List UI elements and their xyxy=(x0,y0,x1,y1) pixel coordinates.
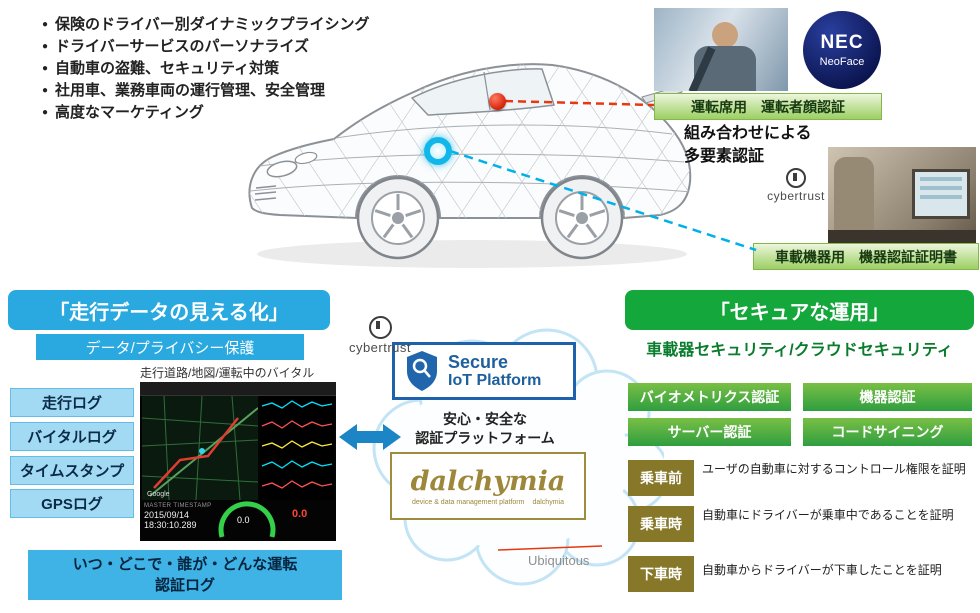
map-panel: Google xyxy=(141,395,259,501)
auth-log-note: いつ・どこで・誰が・どんな運転 認証ログ xyxy=(28,550,342,600)
nec-neoface-logo: NEC NeoFace xyxy=(798,8,884,94)
iot-platform-word: IoT Platform xyxy=(448,372,542,389)
cybertrust-wordmark: cybertrust xyxy=(348,340,412,355)
auth-log-line1: いつ・どこで・誰が・どんな運転 xyxy=(72,556,298,573)
dalchymia-name: dalchymia xyxy=(532,498,564,506)
dalchymia-subline: device & data management platform dalchy… xyxy=(412,499,564,506)
aux-value: 0.0 xyxy=(292,508,308,520)
cybertrust-logo: cybertrust xyxy=(760,168,832,203)
dashboard-date: 2015/09/14 xyxy=(144,510,190,520)
left-section-subtitle: データ/プライバシー保護 xyxy=(36,334,304,360)
auth-log-line2: 認証ログ xyxy=(154,577,215,594)
nec-logo-circle: NEC NeoFace xyxy=(803,11,881,89)
dashboard-screenshot: Google MASTER TIMESTAMP 2015/09/14 18:30… xyxy=(140,382,336,541)
benefit-item: 高度なマーケティング xyxy=(42,102,482,124)
dalchymia-tagline: device & data management platform xyxy=(412,498,525,506)
phase-label: 下車時 xyxy=(628,556,694,592)
log-item: GPSログ xyxy=(10,489,134,518)
benefit-list: 保険のドライバー別ダイナミックプライシング ドライバーサービスのパーソナライズ … xyxy=(42,14,482,124)
platform-caption-line2: 認証プラットフォーム xyxy=(415,430,555,446)
auth-box: コードサイニング xyxy=(803,418,972,446)
red-marker-dot xyxy=(489,93,506,110)
dashboard-caption: 走行道路/地図/運転中のバイタル xyxy=(140,366,315,380)
dalchymia-logo: dalchymia device & data management platf… xyxy=(390,452,586,520)
right-section-subtitle: 車載器セキュリティ/クラウドセキュリティ xyxy=(646,342,953,359)
phase-label: 乗車時 xyxy=(628,506,694,542)
map-credit: Google xyxy=(147,491,170,498)
platform-caption-line1: 安心・安全な xyxy=(443,411,527,427)
cyan-marker-ring xyxy=(424,137,452,165)
benefit-item: 保険のドライバー別ダイナミックプライシング xyxy=(42,14,482,36)
benefit-item: ドライバーサービスのパーソナライズ xyxy=(42,36,482,58)
phase-desc: ユーザの自動車に対するコントロール権限を証明 xyxy=(702,462,966,476)
map-roads xyxy=(141,395,259,501)
auth-box: 機器認証 xyxy=(803,383,972,411)
benefit-item: 社用車、業務車両の運行管理、安全管理 xyxy=(42,80,482,102)
cybertrust-wordmark: cybertrust xyxy=(767,189,825,203)
nec-wordmark: NEC xyxy=(820,32,864,53)
secure-iot-wordmark: Secure IoT Platform xyxy=(448,352,541,390)
secure-iot-shield-icon xyxy=(407,351,437,391)
right-section-title: 「セキュアな運用」 xyxy=(625,290,974,330)
ubiquitous-label: Ubiquitous xyxy=(528,553,590,568)
speed-value: 0.0 xyxy=(237,515,250,525)
multi-factor-line2: 多要素認証 xyxy=(684,148,765,165)
log-item: タイムスタンプ xyxy=(10,456,134,485)
benefit-item: 自動車の盗難、セキュリティ対策 xyxy=(42,58,482,80)
vital-waveforms xyxy=(261,400,333,489)
phase-desc: 自動車からドライバーが下車したことを証明 xyxy=(702,563,942,577)
left-section-title: 「走行データの見える化」 xyxy=(8,290,330,330)
vitals-panel xyxy=(260,396,334,500)
multi-factor-note: 組み合わせによる 多要素認証 xyxy=(684,122,812,168)
platform-caption: 安心・安全な 認証プラットフォーム xyxy=(397,410,573,448)
multi-factor-line1: 組み合わせによる xyxy=(684,125,812,142)
dashboard-titlebar xyxy=(140,382,336,396)
dalchymia-script: dalchymia xyxy=(410,465,566,497)
auth-box: バイオメトリクス認証 xyxy=(628,383,791,411)
phase-desc: 自動車にドライバーが乗車中であることを証明 xyxy=(702,508,954,522)
log-item: 走行ログ xyxy=(10,388,134,417)
driver-photo xyxy=(654,8,788,91)
driver-silhouette-head xyxy=(712,22,738,48)
dashboard-time: 18:30:10.289 xyxy=(144,520,197,530)
speed-gauge xyxy=(218,501,276,538)
double-arrow-icon xyxy=(339,424,401,450)
cybertrust-logo: cybertrust xyxy=(338,316,422,355)
device-cert-label: 車載機器用 機器認証証明書 xyxy=(753,243,979,270)
phase-label: 乗車前 xyxy=(628,460,694,496)
car-interior-photo xyxy=(828,147,976,250)
secure-iot-platform-logo: Secure IoT Platform xyxy=(392,342,576,400)
timestamp-label: MASTER TIMESTAMP xyxy=(144,503,212,509)
auth-box: サーバー認証 xyxy=(628,418,791,446)
ivi-screen-shape xyxy=(912,169,970,219)
cybertrust-icon xyxy=(368,316,392,339)
car-seat-shape xyxy=(834,157,874,243)
log-item: バイタルログ xyxy=(10,422,134,451)
neoface-wordmark: NeoFace xyxy=(819,56,865,68)
driver-face-auth-label: 運転席用 運転者顔認証 xyxy=(654,93,882,120)
secure-word: Secure xyxy=(448,352,509,372)
cybertrust-icon xyxy=(786,168,806,188)
